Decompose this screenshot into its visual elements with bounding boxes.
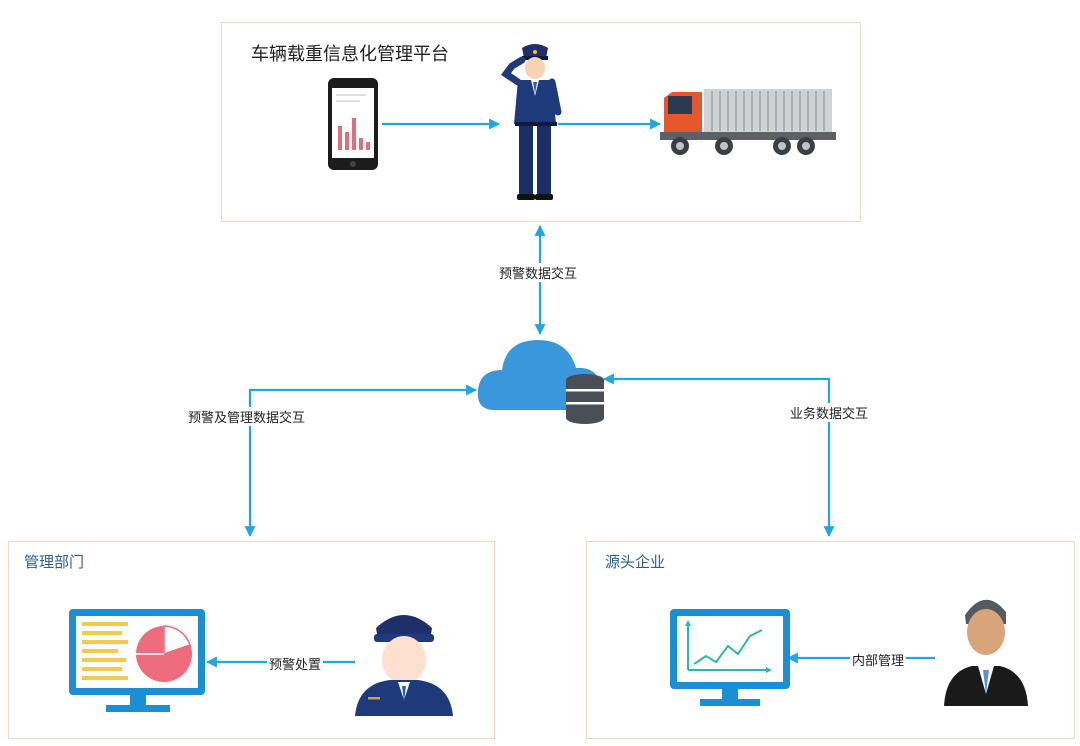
cargo-truck-icon: [660, 89, 836, 155]
monitor-dashboard-icon: [69, 609, 205, 712]
enterprise-cloud-arrow: [602, 373, 835, 538]
police-officer-icon: [500, 44, 562, 200]
officer-avatar-icon: [355, 615, 453, 716]
smartphone-chart-icon: [328, 78, 378, 170]
internal-management-label: 内部管理: [850, 650, 907, 669]
enterprise-title: 源头企业: [605, 553, 666, 571]
cloud-database-icon: [477, 340, 604, 424]
warning-handling-label: 预警处置: [267, 654, 324, 673]
admin-cloud-arrow: [244, 384, 478, 538]
businessman-avatar-icon: [944, 599, 1028, 706]
platform-cloud-label: 预警数据交互: [497, 263, 580, 282]
monitor-line-chart-icon: [670, 609, 790, 706]
admin-cloud-label: 预警及管理数据交互: [186, 407, 308, 426]
enterprise-cloud-label: 业务数据交互: [788, 403, 871, 422]
admin-title: 管理部门: [24, 553, 85, 571]
platform-title: 车辆载重信息化管理平台: [251, 44, 449, 65]
